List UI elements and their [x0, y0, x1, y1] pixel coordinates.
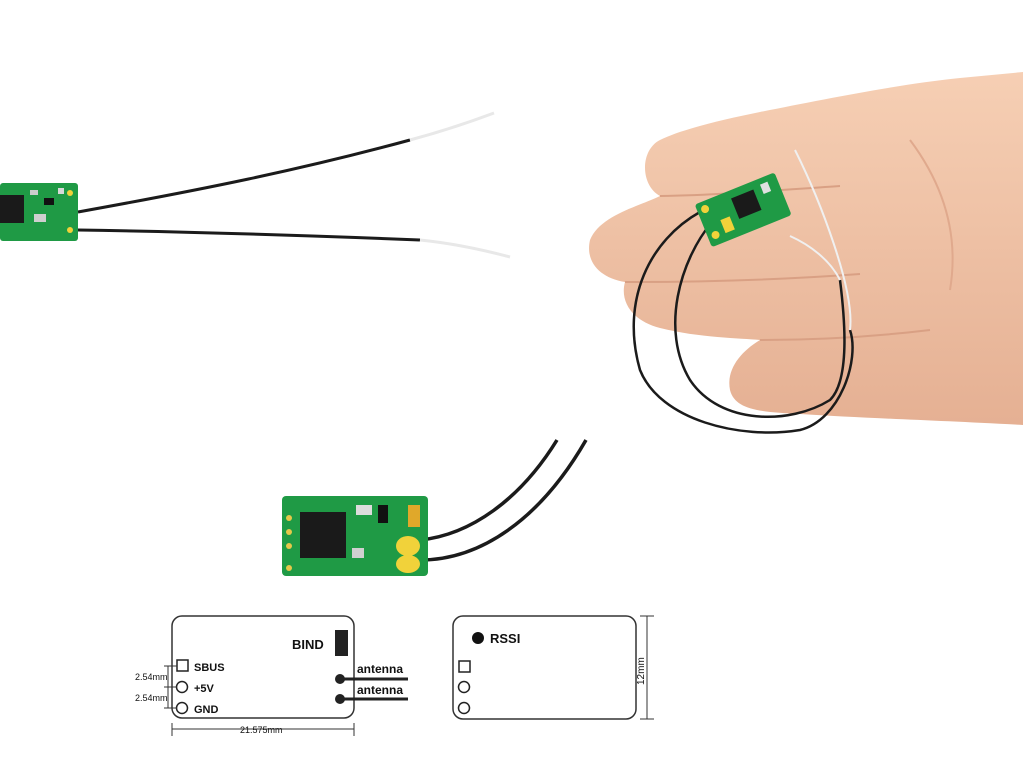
square-pad-icon: [458, 660, 471, 673]
round-pad-icon: [457, 680, 471, 694]
antenna-upper-wire: [77, 138, 411, 214]
mid-connector-2: [396, 555, 420, 573]
mid-main-chip: [300, 512, 346, 558]
hand-antenna-1: [632, 210, 854, 434]
square-pad-icon: [176, 659, 189, 672]
receiver-middle: [282, 439, 588, 576]
rssi-label: RSSI: [490, 631, 520, 646]
hand-shape: [589, 72, 1023, 425]
receiver-top-left: [0, 111, 511, 259]
antenna-lower-tip: [419, 238, 511, 259]
pin-label-5v: +5V: [194, 683, 215, 695]
pitch-label-top: 2.54mm: [135, 672, 168, 682]
diagram-front-outline: [171, 615, 355, 719]
mid-antenna-upper: [419, 439, 559, 542]
hand-receiver-pcb: [695, 173, 791, 247]
pitch-label-bottom: 2.54mm: [135, 693, 168, 703]
main-chip: [0, 195, 24, 223]
bind-label: BIND: [292, 637, 324, 652]
antenna-label-1: antenna: [357, 662, 403, 676]
diagram-back: RSSI 12mm: [452, 615, 654, 720]
diagram-back-outline: [452, 615, 637, 720]
pin-label-gnd: GND: [194, 704, 219, 716]
hand-with-receiver: [589, 72, 1023, 434]
round-pad-icon: [457, 701, 471, 715]
diagram-front: BIND SBUS +5V GND 2.54mm 2.54mm 21.575mm…: [135, 615, 408, 736]
mid-connector-1: [396, 536, 420, 556]
height-label: 12mm: [636, 657, 647, 685]
width-label: 21.575mm: [240, 725, 283, 735]
hand-antenna-2: [674, 221, 846, 419]
round-pad-icon: [175, 701, 189, 715]
round-pad-icon: [175, 680, 189, 694]
pin-label-sbus: SBUS: [194, 662, 225, 674]
bind-button-icon: [335, 630, 348, 656]
antenna-upper-tip: [409, 111, 495, 142]
antenna-lower-wire: [77, 228, 421, 242]
mid-antenna-lower: [419, 439, 588, 562]
antenna-label-2: antenna: [357, 683, 403, 697]
rssi-pad-icon: [472, 632, 484, 644]
